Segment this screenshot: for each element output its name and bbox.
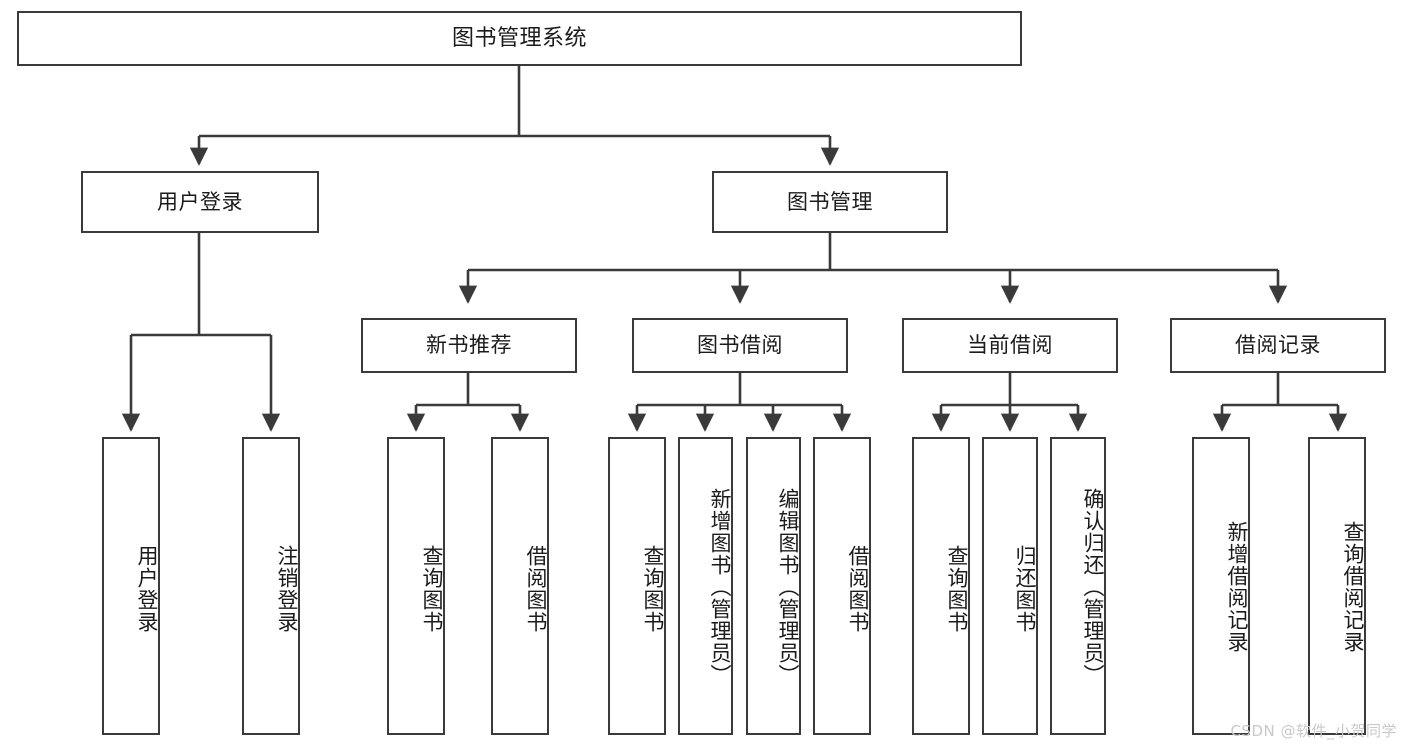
node-label: 查询图书: [420, 545, 444, 633]
node-label: 用户登录: [157, 189, 243, 214]
leaf-book-borrow-add[interactable]: 新增图书（管理员）: [678, 437, 733, 735]
node-label: 编辑图书（管理员）: [776, 488, 800, 686]
node-label: 新增图书（管理员）: [708, 488, 732, 686]
node-label: 查询借阅记录: [1341, 521, 1365, 653]
leaf-new-book-query[interactable]: 查询图书: [387, 437, 445, 735]
leaf-book-borrow-edit[interactable]: 编辑图书（管理员）: [746, 437, 801, 735]
node-label: 确认归还（管理员）: [1081, 488, 1105, 686]
leaf-borrow-record-query[interactable]: 查询借阅记录: [1308, 437, 1366, 735]
node-current-borrow[interactable]: 当前借阅: [902, 318, 1118, 373]
node-label: 用户登录: [135, 545, 159, 633]
node-label: 借阅图书: [524, 545, 548, 633]
node-new-book-recommend[interactable]: 新书推荐: [361, 318, 577, 373]
leaf-user-login-logout[interactable]: 注销登录: [242, 437, 300, 735]
leaf-new-book-borrow[interactable]: 借阅图书: [491, 437, 549, 735]
watermark-text: CSDN @软件_小贺同学: [1230, 722, 1397, 740]
node-label: 图书管理系统: [451, 25, 587, 51]
node-label: 新增借阅记录: [1225, 521, 1249, 653]
node-label: 图书管理: [787, 189, 873, 214]
node-user-login[interactable]: 用户登录: [81, 171, 319, 233]
node-book-borrow[interactable]: 图书借阅: [632, 318, 848, 373]
leaf-user-login-login[interactable]: 用户登录: [102, 437, 160, 735]
leaf-book-borrow-borrow[interactable]: 借阅图书: [813, 437, 871, 735]
node-label: 借阅图书: [846, 545, 870, 633]
node-book-management[interactable]: 图书管理: [712, 171, 948, 233]
node-label: 注销登录: [275, 545, 299, 633]
node-label: 查询图书: [641, 545, 665, 633]
leaf-borrow-record-add[interactable]: 新增借阅记录: [1192, 437, 1250, 735]
node-root-system[interactable]: 图书管理系统: [17, 11, 1022, 66]
node-label: 查询图书: [945, 545, 969, 633]
leaf-current-borrow-query[interactable]: 查询图书: [912, 437, 970, 735]
leaf-current-borrow-confirm-return[interactable]: 确认归还（管理员）: [1050, 437, 1106, 735]
leaf-current-borrow-return[interactable]: 归还图书: [982, 437, 1038, 735]
leaf-book-borrow-query[interactable]: 查询图书: [608, 437, 666, 735]
node-label: 借阅记录: [1235, 333, 1321, 358]
node-borrow-record[interactable]: 借阅记录: [1170, 318, 1386, 373]
node-label: 当前借阅: [967, 333, 1053, 358]
node-label: 新书推荐: [426, 333, 512, 358]
node-label: 图书借阅: [697, 333, 783, 358]
node-label: 归还图书: [1013, 545, 1037, 633]
